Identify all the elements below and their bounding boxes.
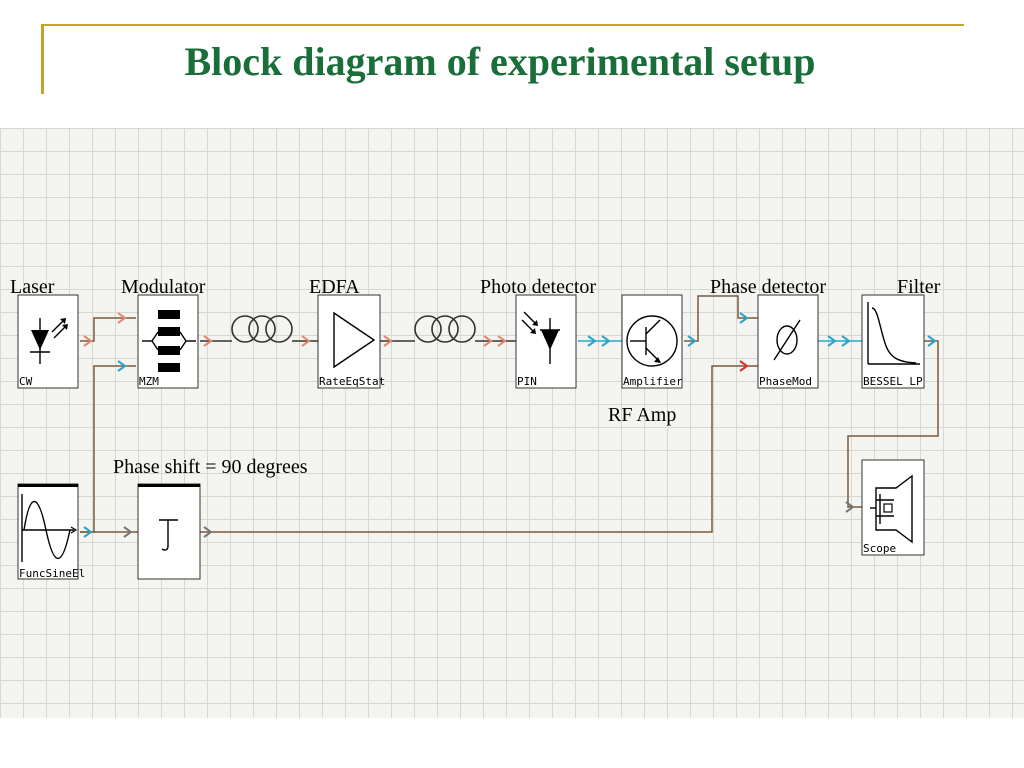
port-arrow xyxy=(117,360,127,372)
label-phase-detector: Phase detector xyxy=(710,276,826,298)
port-arrow xyxy=(687,335,697,347)
wire-funcsine-mzm xyxy=(80,365,136,533)
port-arrow xyxy=(841,335,851,347)
fibers xyxy=(200,315,518,343)
label-phase-shift: Phase shift = 90 degrees xyxy=(113,456,308,478)
label-edfa: EDFA xyxy=(309,276,360,298)
port-arrow xyxy=(83,526,93,538)
block-cw[interactable]: CW xyxy=(17,294,79,389)
lowpass-response-icon xyxy=(867,302,920,365)
annotation-labels: Laser Modulator EDFA Photo detector Phas… xyxy=(10,276,941,478)
phase-symbol-icon xyxy=(773,319,801,361)
block-label-pin: PIN xyxy=(517,375,537,388)
port-arrow xyxy=(927,335,937,347)
title-accent-horizontal xyxy=(44,24,964,26)
label-modulator: Modulator xyxy=(121,276,206,298)
block-funcsine[interactable]: FuncSineEl xyxy=(17,483,85,580)
wire-delay-phasemod xyxy=(200,365,758,533)
scope-icon xyxy=(870,474,913,544)
block-header-bar xyxy=(138,484,200,487)
schematic-canvas xyxy=(0,128,1024,718)
port-arrow xyxy=(203,335,213,347)
page-title: Block diagram of experimental setup xyxy=(184,39,816,84)
port-arrow xyxy=(497,335,507,347)
block-delay[interactable] xyxy=(137,483,201,580)
port-arrow xyxy=(739,312,749,324)
title-accent-vertical xyxy=(41,24,44,94)
block-header-bar xyxy=(18,484,78,487)
port-arrow xyxy=(301,335,311,347)
port-arrow xyxy=(845,501,855,513)
port-arrow xyxy=(483,335,493,347)
block-label-edfa: RateEqStat xyxy=(319,375,385,388)
sine-wave-icon xyxy=(21,494,78,562)
port-arrow xyxy=(203,526,213,538)
photodiode-icon xyxy=(521,311,560,364)
block-scope[interactable]: Scope xyxy=(861,459,925,556)
port-arrow xyxy=(739,360,749,372)
mzm-icon xyxy=(142,310,196,372)
port-arrow xyxy=(123,526,133,538)
block-label-amplifier: Amplifier xyxy=(623,375,683,388)
block-label-cw: CW xyxy=(19,375,33,388)
block-label-funcsine: FuncSineEl xyxy=(19,567,85,580)
fiber-spool-2 xyxy=(380,315,518,343)
port-arrow xyxy=(601,335,611,347)
delay-tau-icon xyxy=(159,519,178,551)
transistor-icon xyxy=(626,315,678,367)
fiber-spool-1 xyxy=(200,315,320,343)
port-arrows xyxy=(83,312,937,538)
port-arrow xyxy=(827,335,837,347)
block-amplifier[interactable]: Amplifier xyxy=(621,294,683,389)
port-arrow xyxy=(383,335,393,347)
amplifier-triangle-icon xyxy=(333,311,376,369)
block-edfa[interactable]: RateEqStat xyxy=(317,294,385,389)
wire-cw-mzm xyxy=(80,317,136,342)
block-mzm[interactable]: MZM xyxy=(137,294,199,389)
label-filter: Filter xyxy=(897,276,941,298)
block-pin[interactable]: PIN xyxy=(515,294,577,389)
block-label-mzm: MZM xyxy=(139,375,159,388)
block-label-bessel: BESSEL LP xyxy=(863,375,923,388)
port-arrow xyxy=(117,312,127,324)
port-arrow xyxy=(83,335,93,347)
label-rf-amp: RF Amp xyxy=(608,404,676,426)
block-label-phasemod: PhaseMod xyxy=(759,375,812,388)
label-laser: Laser xyxy=(10,276,55,298)
laser-diode-icon xyxy=(30,318,68,364)
label-photo-detector: Photo detector xyxy=(480,276,596,298)
block-label-scope: Scope xyxy=(863,542,896,555)
block-phasemod[interactable]: PhaseMod xyxy=(757,294,819,389)
port-arrow xyxy=(587,335,597,347)
block-bessel[interactable]: BESSEL LP xyxy=(861,294,925,389)
